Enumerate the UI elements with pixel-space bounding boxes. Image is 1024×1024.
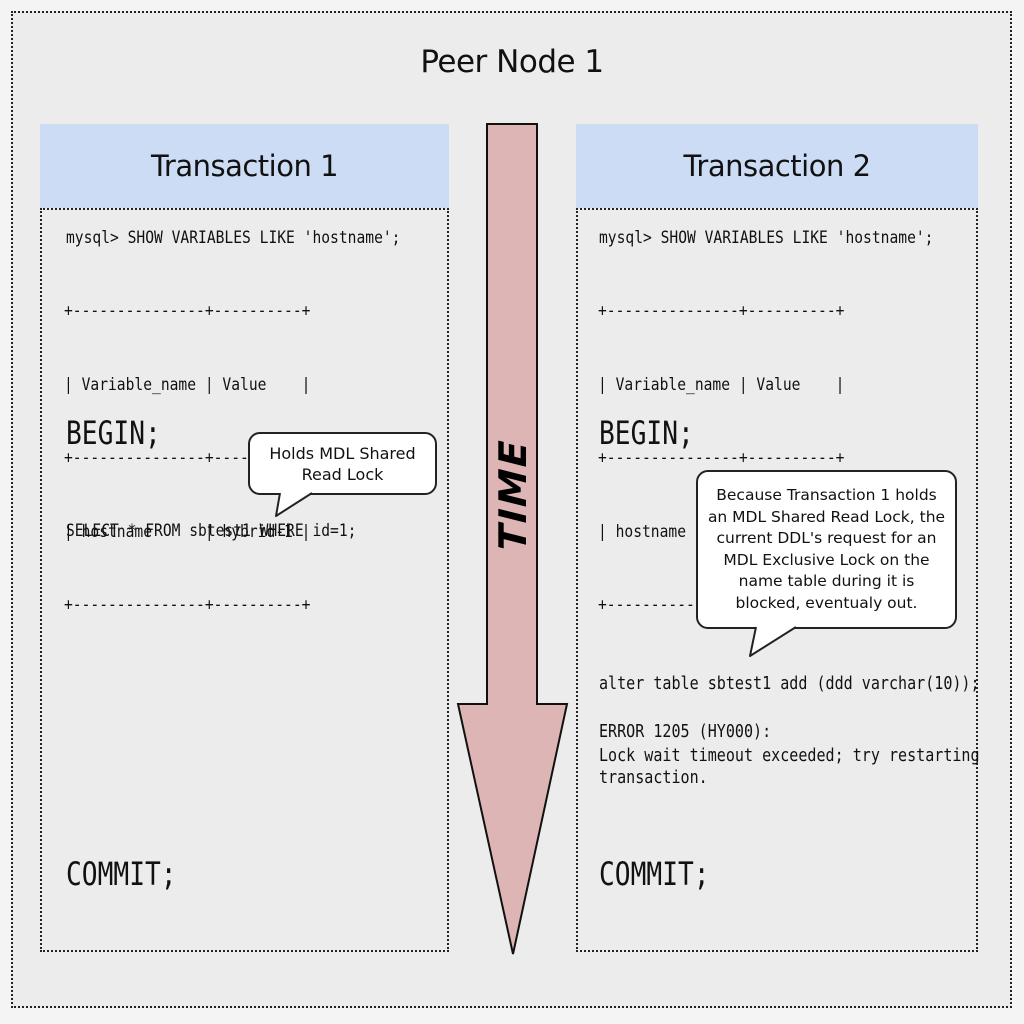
peer-node-title: Peer Node 1 [420, 44, 604, 80]
tx2-begin-statement: BEGIN; [599, 414, 694, 452]
tx2-show-variables-command: mysql> SHOW VARIABLES LIKE 'hostname'; [599, 228, 934, 248]
table-header-row: | Variable_name | Value | [598, 374, 845, 395]
tx2-lock-callout-text: Because Transaction 1 holds an MDL Share… [707, 486, 946, 612]
time-arrow-shape [456, 123, 569, 955]
tx1-lock-callout: Holds MDL Shared Read Lock [248, 432, 437, 495]
tx2-result-table: +---------------+----------+ | Variable_… [598, 250, 844, 642]
table-header-row: | Variable_name | Value | [64, 374, 311, 395]
tx2-error-code: ERROR 1205 (HY000): [599, 722, 772, 742]
tx1-lock-callout-text: Holds MDL Shared Read Lock [269, 443, 416, 484]
transaction-2-title: Transaction 2 [683, 149, 871, 183]
tx2-callout-tail [749, 626, 797, 657]
transaction-1-title: Transaction 1 [150, 149, 339, 183]
tx1-select-statement: SELECT * FROM sbtest1 WHERE id=1; [66, 521, 357, 541]
transaction-2-header: Transaction 2 [576, 124, 978, 208]
tx2-alter-table-statement: alter table sbtest1 add (ddd varchar(10)… [599, 674, 980, 694]
tx1-callout-tail [275, 492, 313, 517]
tx1-show-variables-command: mysql> SHOW VARIABLES LIKE 'hostname'; [66, 228, 401, 248]
time-label: TIME [491, 433, 535, 557]
table-border: +---------------+----------+ [64, 301, 311, 321]
table-border: +---------------+----------+ [64, 595, 311, 615]
transaction-2-panel [576, 208, 978, 952]
tx2-error-message: Lock wait timeout exceeded; try restarti… [599, 746, 980, 788]
time-arrow [456, 123, 569, 955]
tx1-commit-statement: COMMIT; [66, 855, 177, 893]
table-border: +---------------+----------+ [598, 448, 845, 468]
tx1-begin-statement: BEGIN; [66, 414, 161, 452]
tx2-lock-callout: Because Transaction 1 holds an MDL Share… [696, 470, 957, 629]
tx2-commit-statement: COMMIT; [599, 855, 710, 893]
transaction-1-panel [40, 208, 449, 952]
transaction-1-header: Transaction 1 [40, 124, 449, 208]
table-border: +---------------+----------+ [598, 301, 845, 321]
table-row: | hostname | hybrid-1 | [64, 521, 311, 542]
